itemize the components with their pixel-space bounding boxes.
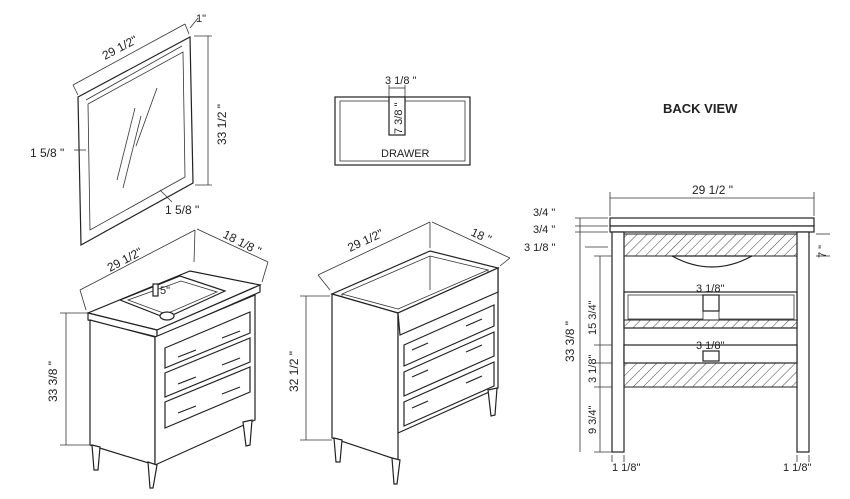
mirror-width-label: 29 1/2" [100,33,140,63]
drawer-front-2 [164,337,251,398]
base-height-label: 32 1/2 " [287,351,301,392]
drawer-front-3 [164,366,251,429]
mirror-height-label: 33 1/2 " [215,104,229,145]
back-leg-right-label: 1 1/8" [783,462,811,474]
back-view-drawing: 3 1/8" 3 1/8" 29 1/2 " 3/4 " 3/4 " 3 1/8… [524,183,830,474]
back-top-slab [609,217,815,227]
back-left-leg [611,231,625,453]
base-drawer-front-2 [403,331,495,397]
back-width-label: 29 1/2 " [692,183,733,197]
drain [159,311,175,321]
back-leg-height-label: 9 3/4" [587,406,599,434]
back-right-side-label: 7 " [817,245,829,258]
mirror-frame [77,36,194,247]
mirror-frame-bottom-label: 1 5/8 " [165,203,199,217]
back-leg-left-label: 1 1/8" [612,462,640,474]
faucet [152,283,159,297]
base-width-label: 29 1/2" [345,226,385,255]
back-view-title: BACK VIEW [663,101,738,116]
basin-depth-label: 5" [160,285,170,297]
back-notch-upper-label: 3 1/8" [696,283,724,295]
back-upper-opening-label: 15 3/4" [587,300,599,335]
back-upper-rail [623,233,798,257]
mirror-drawing: 29 1/2" 1" 33 1/2 " 1 5/8 " 1 5/8 " [30,13,229,247]
back-right-leg [796,231,810,453]
back-basin-outline [671,255,753,268]
drawer-notch [388,96,406,136]
vanity-top-depth-label: 18 1/8 " [221,227,264,258]
mirror-frame-left-label: 1 5/8 " [30,146,64,160]
base-depth-label: 18 " [469,225,494,247]
drawer-depth-label: 7 3/8 " [393,102,405,134]
mirror-glass [87,51,186,231]
base-drawer-front-1 [403,304,495,367]
back-total-height-label: 33 3/8 " [563,321,577,362]
back-lower-rail-label: 3 1/8" [587,355,599,383]
back-rail-label: 3 1/8 " [524,242,556,254]
vanity-top-width-label: 29 1/2" [105,245,145,275]
vanity-with-top-drawing: 5" 29 1/2" 18 1/8 " 33 3/8 " [46,227,269,489]
drawer-drawing: 3 1/8 " 7 3/8 " DRAWER [334,75,471,166]
back-notch-lower-label: 3 1/8" [696,340,724,352]
back-top-thickness-1-label: 3/4 " [533,207,555,219]
back-top-thickness-2-label: 3/4 " [533,224,555,236]
drawer-width-label: 3 1/8 " [385,75,417,87]
vanity-base-drawing: 29 1/2" 18 " 32 1/2 " [287,221,511,485]
back-lower-rail [623,362,798,388]
mirror-depth-label: 1" [196,13,206,25]
drawer-label: DRAWER [381,148,430,160]
vanity-top-height-label: 33 3/8 " [46,361,60,402]
base-drawer-front-3 [403,361,495,427]
